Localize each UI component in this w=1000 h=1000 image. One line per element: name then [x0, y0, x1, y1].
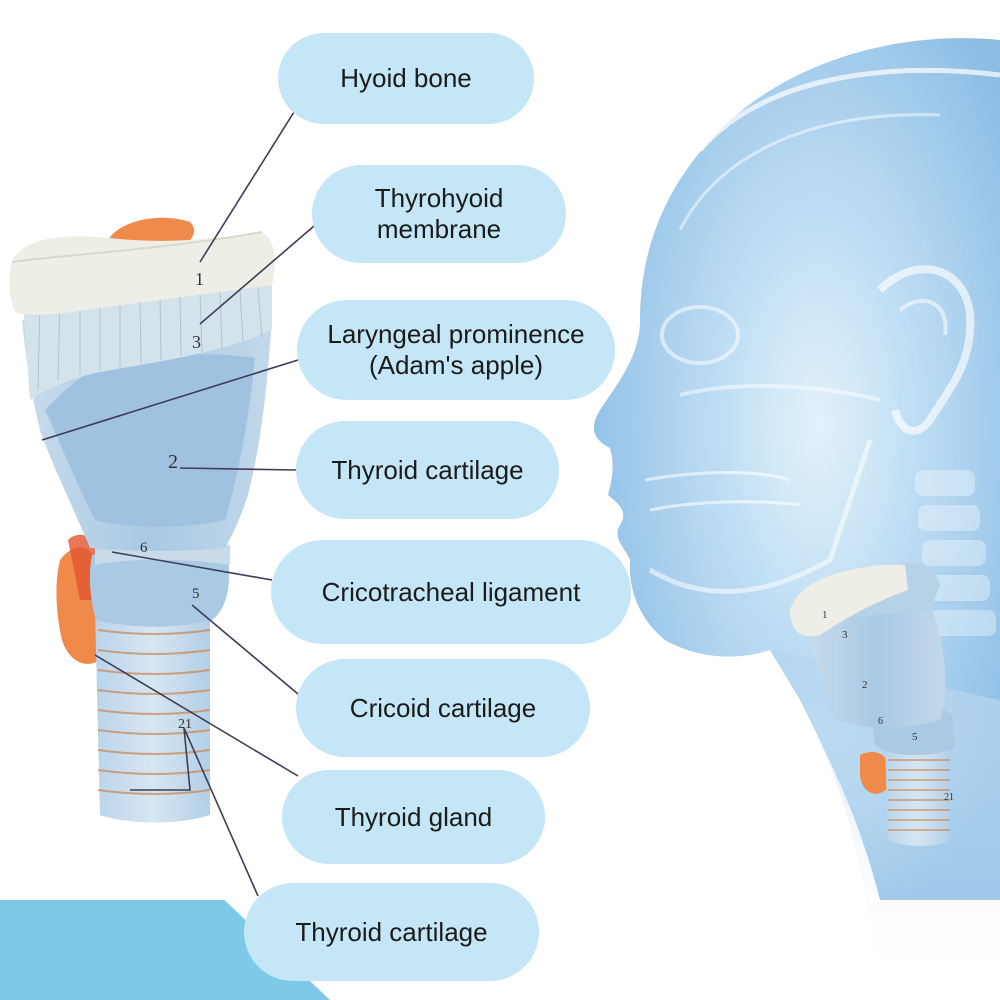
- leader-thyroid-gland: [94, 654, 299, 777]
- model-number-1: 1: [195, 269, 204, 289]
- leader-thyroid-cartilage: [179, 467, 297, 471]
- leader-cricotracheal-ligament: [111, 551, 273, 581]
- model-number-2: 2: [168, 451, 178, 473]
- model-number-5: 5: [192, 586, 200, 602]
- leader-laryngeal-prominence: [41, 359, 299, 441]
- label-cricotracheal-ligament: Cricotracheal ligament: [271, 540, 631, 644]
- label-cricoid-cartilage: Cricoid cartilage: [296, 659, 590, 757]
- leader-thyrohyoid-membrane: [199, 225, 315, 325]
- small-model-number-6: 6: [878, 716, 883, 727]
- small-model-number-5: 5: [912, 731, 918, 743]
- leader-lines: [41, 111, 315, 897]
- leader-cricoid-cartilage: [191, 604, 299, 695]
- model-number-3: 3: [192, 332, 201, 352]
- small-model-number-21: 21: [944, 792, 954, 803]
- label-thyroid-gland: Thyroid gland: [282, 770, 545, 864]
- leader-thyroid-cartilage-2: [130, 727, 259, 897]
- label-hyoid-bone: Hyoid bone: [278, 33, 534, 124]
- label-laryngeal-prominence: Laryngeal prominence (Adam's apple): [297, 300, 615, 400]
- leader-hyoid-bone: [199, 111, 295, 263]
- small-model-number-3: 3: [842, 629, 848, 641]
- small-model-number-2: 2: [862, 679, 868, 691]
- model-number-6: 6: [140, 540, 148, 556]
- trachea: [95, 610, 210, 823]
- head-silhouette: [593, 38, 1000, 1000]
- label-thyroid-cartilage-2: Thyroid cartilage: [244, 883, 539, 981]
- model-number-21: 21: [178, 717, 192, 732]
- hyoid-bone: [9, 232, 275, 315]
- small-larynx-model: 1 3 2 6 5 21: [790, 563, 955, 846]
- label-thyroid-cartilage: Thyroid cartilage: [296, 421, 559, 519]
- small-model-number-1: 1: [822, 609, 828, 621]
- larynx-model: 1 3 2 6 5 21: [9, 217, 275, 823]
- label-thyrohyoid-membrane: Thyrohyoid membrane: [312, 165, 566, 263]
